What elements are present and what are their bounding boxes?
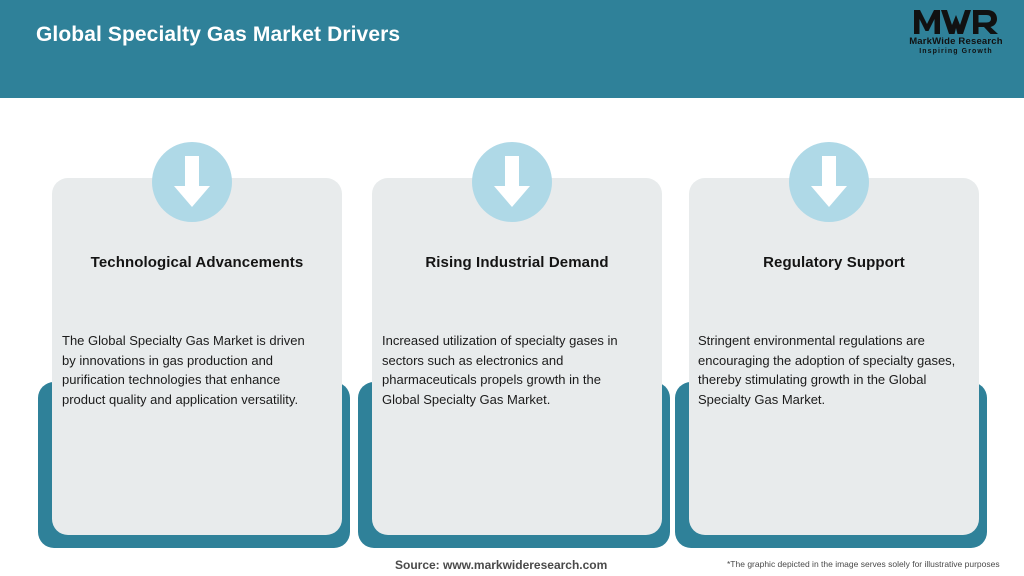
disclaimer-label: *The graphic depicted in the image serve…	[727, 559, 1000, 569]
card-2-panel	[372, 178, 662, 535]
card-1-body-text: The Global Specialty Gas Market is drive…	[62, 333, 305, 407]
card-3-down-arrow-badge	[789, 142, 869, 222]
down-arrow-icon	[174, 156, 210, 207]
page-title: Global Specialty Gas Market Drivers	[36, 23, 401, 46]
card-2-title: Rising Industrial Demand	[425, 254, 609, 271]
header-bar	[0, 0, 1024, 98]
card-1-panel	[52, 178, 342, 535]
down-arrow-icon	[811, 156, 847, 207]
logo-tagline: Inspiring Growth	[919, 48, 993, 55]
card-3-title: Regulatory Support	[763, 254, 905, 271]
source-label: Source: www.markwideresearch.com	[395, 558, 608, 572]
card-1-title: Technological Advancements	[90, 254, 304, 271]
down-arrow-icon	[494, 156, 530, 207]
logo-company-name: MarkWide Research	[909, 36, 1003, 47]
card-2-down-arrow-badge	[472, 142, 552, 222]
card-3-body-text: Stringent environmental regulations are …	[698, 333, 956, 407]
card-3-panel	[689, 178, 979, 535]
brand-logo: MarkWide Research Inspiring Growth	[900, 8, 1012, 62]
card-2-body-text: Increased utilization of specialty gases…	[382, 333, 618, 407]
card-1-down-arrow-badge	[152, 142, 232, 222]
mwr-monogram-icon	[914, 10, 998, 34]
